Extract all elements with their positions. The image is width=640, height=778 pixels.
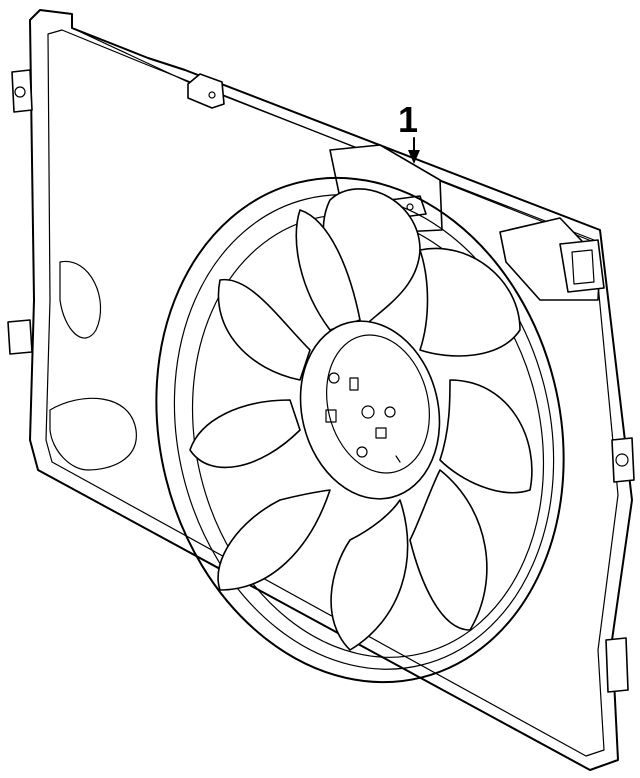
fan-blades xyxy=(189,188,533,651)
shroud-frame xyxy=(7,9,635,771)
callout-1: 1 xyxy=(398,99,420,164)
fan-hub xyxy=(299,320,441,500)
callout-1-arrowhead xyxy=(408,150,420,164)
callout-1-label: 1 xyxy=(398,99,418,140)
fan-ring xyxy=(155,176,565,684)
